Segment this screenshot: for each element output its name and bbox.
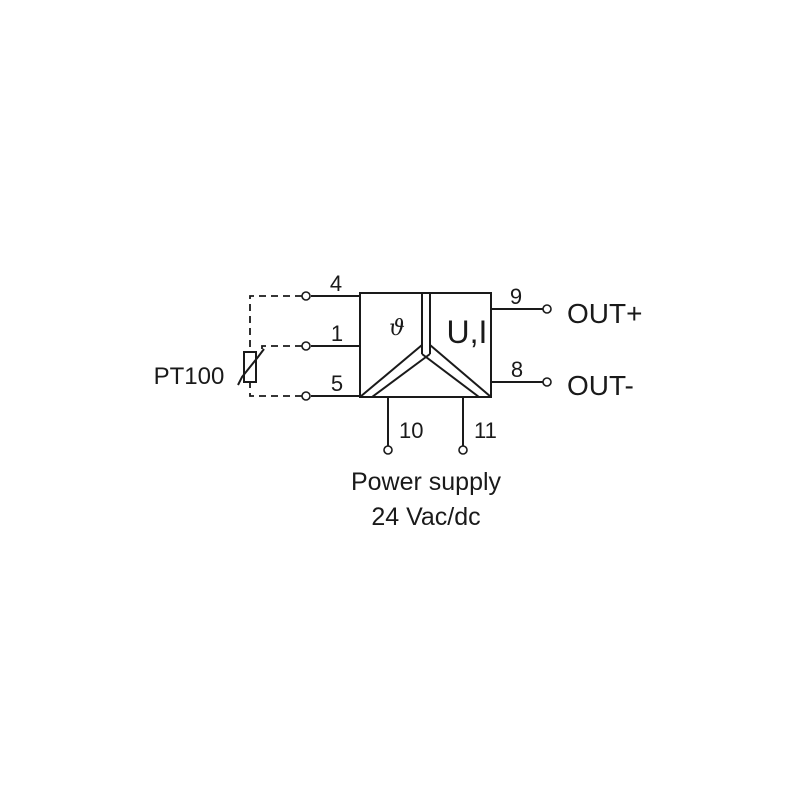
terminal-5-connector (301, 391, 311, 401)
output-symbol: U,I (447, 314, 488, 350)
terminal-5-label: 5 (331, 371, 343, 396)
terminal-4-connector (301, 291, 311, 301)
block-diagonal-left-inner (359, 344, 423, 398)
terminal-10-label: 10 (399, 418, 423, 443)
terminal-8-connector (542, 377, 552, 387)
block-diagonal-left-outer (371, 353, 431, 398)
transmitter-block: ϑ U,I (359, 292, 492, 398)
terminal-10-connector (383, 445, 393, 455)
block-diagonal-right-inner (429, 344, 492, 398)
pt100-sensor: PT100 (154, 295, 302, 397)
sensor-lead-top (249, 295, 302, 352)
pt100-resistor-icon (243, 351, 257, 383)
out-plus-label: OUT+ (567, 298, 642, 329)
output-terminals: 9 OUT+ 8 OUT- (491, 284, 642, 401)
pt100-label: PT100 (154, 363, 225, 390)
block-diagonal-right-outer (421, 353, 480, 398)
terminal-4-label: 4 (330, 271, 342, 296)
temperature-symbol: ϑ (389, 316, 405, 341)
terminal-8-label: 8 (511, 357, 523, 382)
terminal-11-label: 11 (474, 418, 497, 443)
terminal-9-label: 9 (510, 284, 522, 309)
input-terminals: 4 1 5 (301, 271, 360, 401)
out-minus-label: OUT- (567, 370, 634, 401)
power-terminals: 10 11 Power supply 24 Vac/dc (351, 397, 502, 531)
terminal-1-connector (301, 341, 311, 351)
sensor-lead-bottom (249, 382, 302, 397)
power-voltage-label: 24 Vac/dc (371, 503, 480, 531)
terminal-1-label: 1 (331, 321, 343, 346)
terminal-9-connector (542, 304, 552, 314)
power-supply-label: Power supply (351, 468, 502, 496)
pt100-variable-arrow-icon (237, 348, 265, 386)
terminal-11-connector (458, 445, 468, 455)
sensor-lead-middle (261, 345, 302, 352)
